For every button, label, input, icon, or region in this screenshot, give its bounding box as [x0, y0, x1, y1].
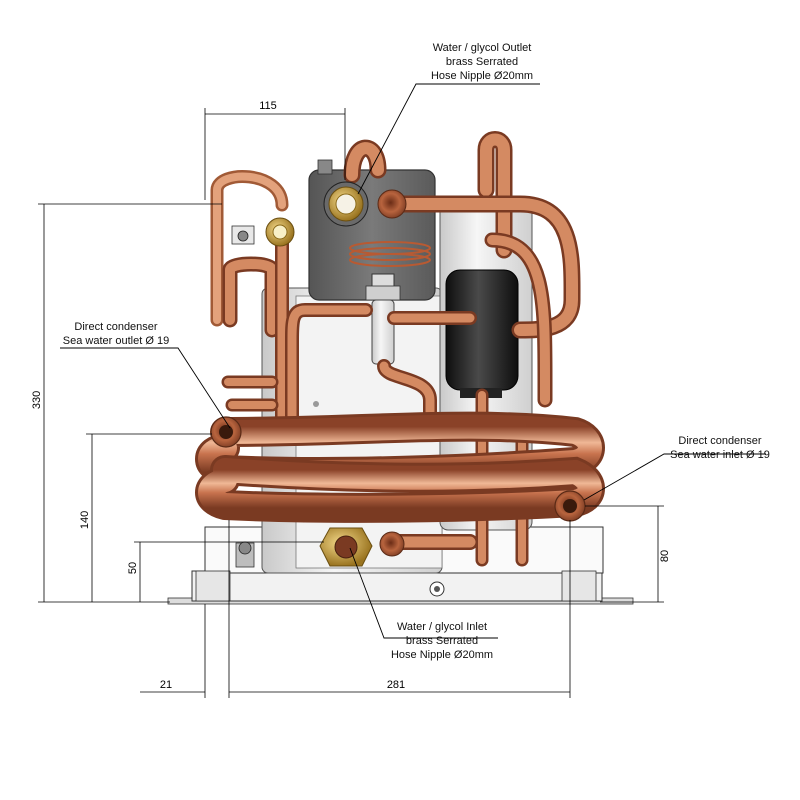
dim-base-height: 50	[127, 562, 139, 574]
callout-inlet: Water / glycol Inlet brass Serrated Hose…	[391, 621, 493, 661]
dim-right-height: 80	[659, 550, 671, 562]
callout-outlet-line-2: brass Serrated	[446, 56, 518, 68]
dimension-lines	[38, 108, 664, 698]
condenser-coil	[195, 411, 605, 523]
sight-glass	[231, 217, 295, 247]
callout-inlet-line-3: Hose Nipple Ø20mm	[391, 649, 493, 661]
dim-inlet-height: 140	[79, 511, 91, 529]
outlet-nipple	[323, 181, 407, 227]
copper-piping	[210, 131, 581, 567]
callout-condenser-inlet-line-2: Sea water inlet Ø 19	[670, 449, 770, 461]
callout-leaders	[60, 83, 766, 639]
callout-condenser-inlet: Direct condenser Sea water inlet Ø 19	[670, 435, 770, 461]
callout-condenser-outlet-line-1: Direct condenser	[74, 321, 157, 333]
inlet-nipple	[319, 527, 478, 567]
callout-inlet-line-1: Water / glycol Inlet	[397, 621, 487, 633]
callout-outlet-line-1: Water / glycol Outlet	[433, 42, 532, 54]
dim-left-offset: 21	[160, 679, 172, 691]
callout-condenser-outlet-line-2: Sea water outlet Ø 19	[63, 335, 169, 347]
dim-bottom-width: 281	[387, 679, 405, 691]
callout-outlet: Water / glycol Outlet brass Serrated Hos…	[431, 42, 533, 82]
receiver-drier	[445, 269, 519, 398]
callout-outlet-line-3: Hose Nipple Ø20mm	[431, 70, 533, 82]
callout-condenser-outlet: Direct condenser Sea water outlet Ø 19	[63, 321, 169, 347]
dim-overall-height: 330	[31, 391, 43, 409]
callout-inlet-line-2: brass Serrated	[406, 635, 478, 647]
dim-top-width: 115	[259, 100, 277, 112]
callout-condenser-inlet-line-1: Direct condenser	[678, 435, 761, 447]
